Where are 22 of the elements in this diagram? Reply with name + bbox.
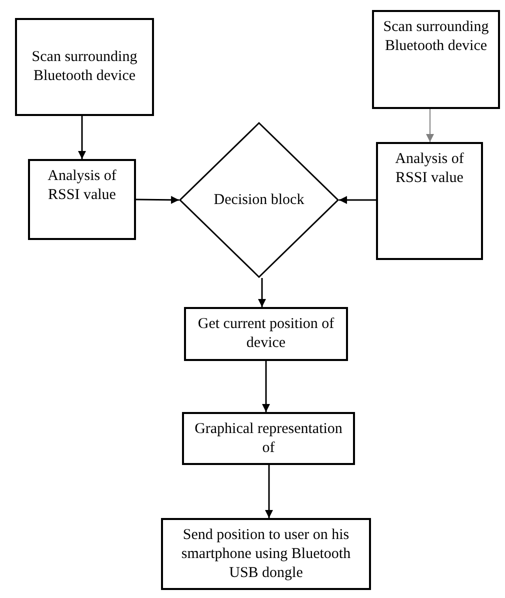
box-text: Analysis of RSSI value: [46, 167, 118, 205]
process-box: [15, 18, 154, 116]
process-box: [28, 159, 136, 240]
process-box: [182, 412, 355, 465]
arrow: [265, 465, 273, 518]
process-box: [372, 10, 500, 109]
box-text: Scan surrounding Bluetooth device: [382, 18, 490, 56]
arrow: [339, 196, 376, 204]
arrow: [426, 108, 434, 142]
box-text: Get current position of device: [196, 315, 336, 353]
arrow: [136, 196, 179, 204]
process-box: [161, 518, 371, 590]
process-box: [184, 307, 348, 361]
box-text: Decision block: [214, 190, 304, 210]
box-text: Scan surrounding Bluetooth device: [30, 48, 138, 86]
box-text: Analysis of RSSI value: [394, 150, 465, 188]
arrow: [262, 361, 270, 412]
arrow: [78, 116, 86, 159]
arrow: [258, 278, 266, 307]
box-text: Send position to user on his smartphone using Bluetooth USB dongle: [180, 526, 352, 583]
process-box: [376, 142, 483, 260]
box-text: Graphical representation of: [194, 420, 344, 458]
